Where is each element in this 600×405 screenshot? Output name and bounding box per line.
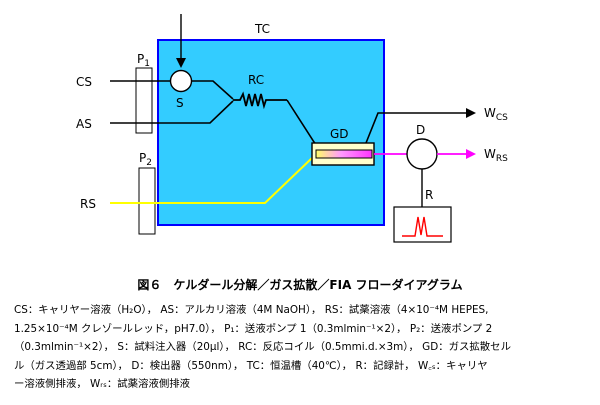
gas-diffusion-cell-inner (315, 149, 373, 159)
gas-diffusion-cell-label: GD (330, 127, 349, 141)
thermostat-box (157, 39, 385, 226)
wcs-line (365, 112, 468, 144)
sample-injection-arrowhead (176, 58, 186, 68)
pump-p1-label: P1 (137, 52, 150, 69)
pump-p2 (138, 167, 156, 235)
pump-p1 (135, 67, 153, 134)
legend-line: CS：キャリヤー溶液（H₂O）， AS：アルカリ溶液（4M NaOH）， RS：… (14, 304, 489, 316)
recorder-peak (402, 216, 443, 237)
reaction-coil-label: RC (248, 73, 264, 87)
legend-line: ル（ガス透過部 5cm）， D：検出器（550nm）， TC：恒温槽（40℃），… (14, 359, 488, 372)
wrs-arrowhead (466, 149, 476, 159)
recorder-label: R (425, 188, 433, 202)
detector (406, 138, 438, 170)
flow-diagram: TC P1 P2 CS AS RS S RC GD WCS D (76, 14, 508, 243)
reaction-coil (233, 91, 287, 110)
rs-label: RS (80, 197, 96, 211)
s-to-coil-line (192, 80, 234, 100)
legend-line: ー溶液側排液， Wᵣₛ：試薬溶液側排液 (14, 378, 190, 390)
sample-injector (169, 69, 193, 93)
legend-line: （0.3mlmin⁻¹×2）， S：試料注入器（20μl）， RC：反応コイル（… (14, 341, 511, 353)
legend-line: 1.25×10⁻⁴M クレゾールレッド，pH7.0）， P₁：送液ポンプ 1（0… (14, 322, 493, 335)
rs-line (110, 157, 313, 204)
as-label: AS (76, 117, 92, 131)
pump-p2-label: P2 (139, 151, 152, 168)
figure-caption: 図６ ケルダール分解／ガス拡散／FIA フローダイアグラム (137, 278, 463, 292)
figure-legend: CS：キャリヤー溶液（H₂O）， AS：アルカリ溶液（4M NaOH）， RS：… (14, 301, 596, 394)
detector-label: D (416, 123, 425, 137)
wcs-label: WCS (484, 106, 508, 123)
wrs-label: WRS (484, 147, 508, 164)
as-line (110, 100, 234, 124)
cs-label: CS (76, 75, 92, 89)
wcs-arrowhead (466, 108, 476, 118)
sample-injector-label: S (176, 96, 184, 110)
thermostat-label: TC (254, 22, 270, 36)
